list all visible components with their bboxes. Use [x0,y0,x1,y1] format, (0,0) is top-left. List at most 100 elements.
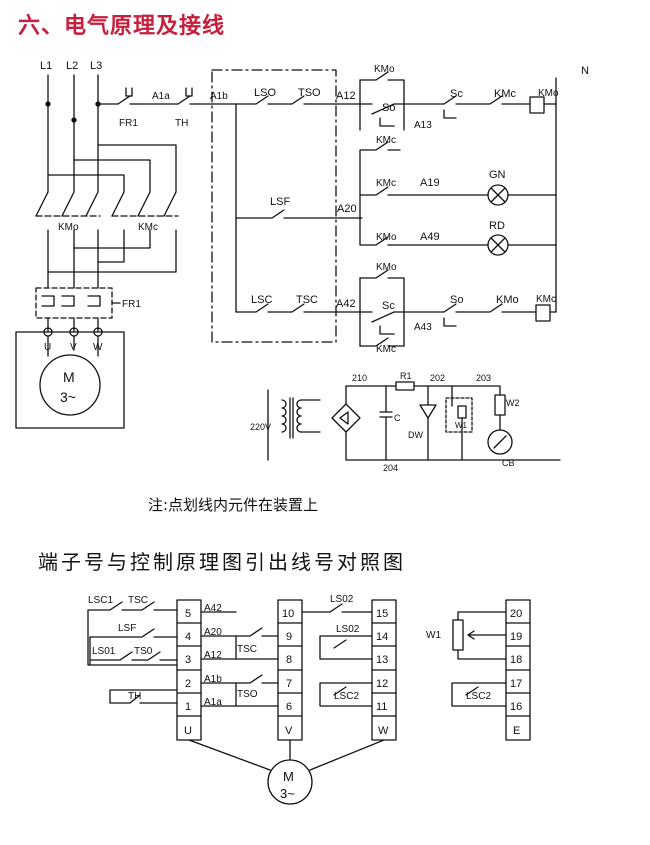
label-w1-supply: W1 [455,421,468,430]
label-lsc: LSC [251,294,272,306]
motor-leads-terminal [188,739,385,771]
label-220v: 220V [250,422,271,432]
wiring-lsc2 [319,682,373,707]
label-a49: A49 [420,231,440,243]
label-fr1-top: FR1 [119,118,138,129]
terminal-strip-dividers [371,622,397,717]
terminal-19: 19 [510,631,522,643]
label-lsc2-right: LSC2 [334,691,359,702]
terminal-diagram: 5 4 3 2 1 U LSC1 TSC LSF LS01 TS0 TH A42… [87,594,531,805]
terminal-w: W [378,725,389,737]
label-kmc-lamp: KMc [376,178,396,189]
label-a20-term: A20 [204,627,222,638]
label-coil-kmo: KMo [538,88,559,99]
label-kmc-bottom: KMc [376,344,396,355]
w1-wiper [467,630,507,640]
label-kmc-upper: KMc [376,135,396,146]
terminal-14: 14 [376,631,388,643]
terminal-13: 13 [376,654,388,666]
terminal-3: 3 [185,654,191,666]
sc-button [359,311,405,323]
terminal-16: 16 [510,701,522,713]
label-l3: L3 [90,60,102,72]
terminal-17: 17 [510,678,522,690]
label-a43: A43 [414,322,432,333]
wiring-ls02-mid [319,635,373,660]
potentiometer-w1 [452,619,464,651]
phase-lines-motor [47,317,99,333]
label-204: 204 [383,463,398,473]
label-tsc-left: TSC [128,595,148,606]
row4-contacts [235,303,361,313]
lamp-rd-cross [490,237,506,253]
lamp-gn-cross [490,187,506,203]
wiring-ls01-ts0 [89,636,178,666]
label-motor-3-terminal: 3~ [280,786,295,801]
terminal-7: 7 [286,678,292,690]
kmo-lower-contact [359,269,405,347]
so-button-actuator [379,117,395,127]
wiring-th [109,689,178,704]
label-202: 202 [430,373,445,383]
motor-symbol-terminal [267,759,313,805]
node [45,101,51,107]
power-supply: 220V 210 R1 202 C DW W1 203 W2 CB 204 [250,371,561,473]
label-l2: L2 [66,60,78,72]
terminal-5: 5 [185,608,191,620]
label-l1: L1 [40,60,52,72]
label-so: So [382,102,395,114]
label-kmo-main: KMo [58,222,79,233]
transformer-secondary [296,399,302,433]
so-actuator [443,317,457,327]
sc-button-actuator [379,325,395,335]
th-contact [177,95,197,105]
resistor-r1 [395,381,415,391]
label-tsc-mid: TSC [237,644,257,655]
phase-lines-upper [47,74,99,193]
wiring-w1 [457,611,507,660]
motor-leads [47,335,99,357]
bridge-rectifier [331,403,361,433]
label-210: 210 [352,373,367,383]
label-th: TH [175,118,188,129]
kmc-lamp-contact [359,186,489,196]
terminal-20: 20 [510,608,522,620]
label-a1a-term: A1a [204,697,222,708]
label-motor-m-terminal: M [283,769,294,784]
label-ls02-top: LS02 [330,594,354,605]
kmc-feed-lines [47,144,177,193]
kmo-main-contacts [35,191,99,217]
terminal-u: U [184,725,192,737]
label-sc-bottom: Sc [382,300,395,312]
capacitor-c [379,385,393,461]
label-a42: A42 [336,298,356,310]
wiring-tso-mid [235,674,279,707]
potentiometer-w2 [494,394,506,416]
wire [451,385,501,396]
label-lso: LSO [254,87,276,99]
kmo-lamp-contact [359,217,489,246]
coil-kmo [529,96,545,114]
label-lsf-term: LSF [118,623,136,634]
fr1-contact-actuator [125,87,133,97]
kmc-crossover-lines [47,229,177,273]
label-a20: A20 [337,203,357,215]
node [71,117,77,123]
wiring-lsc2-far [451,682,507,707]
wiring-tsc-mid [235,627,279,660]
label-motor-m: M [63,369,75,385]
supply-rails [345,385,561,461]
fr1-heaters [41,295,101,307]
label-so-bottom: So [450,294,463,306]
label-203: 203 [476,373,491,383]
label-ts0: TS0 [134,646,153,657]
label-kmo-lamp: KMo [376,232,397,243]
label-kmc-main: KMc [138,222,158,233]
terminal-title: 端子号与控制原理图引出线号对照图 [38,550,406,574]
row1-interlocks [403,95,531,105]
terminal-v: V [285,725,293,737]
th-contact-actuator [185,87,193,97]
label-neutral: N [581,65,589,77]
relay-w1 [445,397,473,433]
